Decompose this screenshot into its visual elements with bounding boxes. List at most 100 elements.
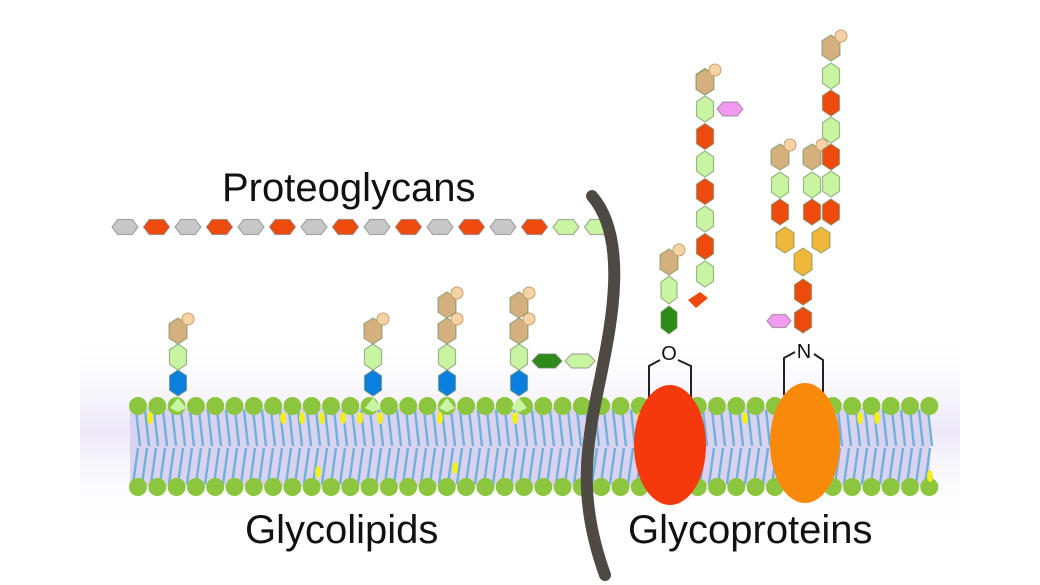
- branch-sugar: [564, 353, 596, 369]
- lipid-head-top: [476, 397, 495, 415]
- lipid-head-bottom: [186, 478, 205, 496]
- proteoglycan-sugar: [237, 218, 265, 236]
- lipid-tail: [617, 447, 626, 485]
- lipid-tail: [161, 409, 169, 447]
- lipid-tail: [878, 447, 887, 485]
- sialic-cap: [783, 138, 797, 152]
- lipid-tail: [572, 447, 581, 485]
- label-glycoproteins: Glycoproteins: [628, 508, 873, 552]
- lipid-tail: [347, 447, 356, 485]
- lipid-tail: [869, 447, 878, 485]
- glycoprotein-n: [770, 383, 840, 503]
- lipid-tail: [320, 447, 329, 485]
- lipid-tail: [905, 447, 914, 485]
- sugar-chains: [111, 29, 848, 412]
- lipid-tail: [314, 409, 322, 447]
- glycoprotein-sugar: [821, 143, 841, 171]
- lipid-head-top: [843, 397, 862, 415]
- lipid-tail: [329, 447, 338, 485]
- lipid-head-bottom: [843, 478, 862, 496]
- lipid-tail: [188, 409, 196, 447]
- lipid-tail: [746, 409, 754, 447]
- lipid-tail: [626, 447, 635, 485]
- lipid-tail: [716, 447, 725, 485]
- lipid-head-top: [881, 397, 900, 415]
- proteoglycan-sugar: [331, 218, 360, 236]
- mannose-sugar: [793, 247, 813, 277]
- glycoprotein-sugar: [695, 232, 715, 261]
- lipid-tail: [845, 409, 853, 447]
- lipid-tail: [419, 447, 428, 485]
- lipid-tail: [383, 447, 392, 485]
- lipid-tail: [455, 447, 464, 485]
- lipid-tail: [224, 409, 232, 447]
- lipid-tail: [203, 447, 212, 485]
- lipid-tail: [545, 447, 554, 485]
- lipid-tail: [260, 409, 268, 447]
- glycolipid-sugar: [509, 343, 529, 371]
- lipid-tail: [458, 409, 466, 447]
- lipid-head-bottom: [360, 478, 379, 496]
- cholesterol: [437, 412, 443, 424]
- glycolipid-sugar: [168, 343, 188, 371]
- lipid-head-bottom: [399, 478, 418, 496]
- lipid-tail: [233, 409, 241, 447]
- lipid-tail: [701, 409, 709, 447]
- lipid-head-top: [264, 397, 283, 415]
- lipid-tail: [437, 447, 446, 485]
- glycoprotein-sugar: [821, 198, 841, 226]
- lipid-tail: [755, 409, 763, 447]
- lipid-tail: [737, 409, 745, 447]
- lipid-tail: [854, 409, 862, 447]
- lipid-head-bottom: [418, 478, 437, 496]
- glycoprotein-sugar: [793, 278, 813, 306]
- glycoprotein-sugar: [695, 95, 715, 123]
- lipid-tail: [356, 447, 365, 485]
- lipid-tail: [239, 447, 248, 485]
- proteoglycan-sugar: [268, 218, 297, 236]
- lipid-tail: [350, 409, 358, 447]
- glycoprotein-sugar: [821, 62, 841, 90]
- lipid-tail: [485, 409, 493, 447]
- lipid-tail: [575, 409, 583, 447]
- lipid-tail: [863, 409, 871, 447]
- lipid-tail: [197, 409, 205, 447]
- sialic-cap: [376, 312, 390, 326]
- lipid-tail: [215, 409, 223, 447]
- glycoprotein-sugar: [770, 198, 790, 226]
- lipid-tail: [548, 409, 556, 447]
- branch-sugar: [531, 353, 563, 369]
- sialic-pink: [766, 313, 792, 329]
- lipid-tail: [284, 447, 293, 485]
- lipid-tail: [251, 409, 259, 447]
- proteoglycan-sugar: [457, 218, 486, 236]
- lipid-head-top: [727, 397, 746, 415]
- lipid-head-top: [283, 397, 302, 415]
- o-link-bracket: [648, 359, 692, 400]
- lipid-head-top: [244, 397, 263, 415]
- lipid-tail: [467, 409, 475, 447]
- n-link-label: N: [797, 341, 811, 363]
- lipid-tail: [896, 447, 905, 485]
- lipid-head-top: [495, 397, 514, 415]
- lipid-tail: [323, 409, 331, 447]
- lipid-tail: [743, 447, 752, 485]
- glycoprotein-sugar: [802, 171, 822, 199]
- lipid-tail: [185, 447, 194, 485]
- sialic-cap: [181, 312, 195, 326]
- cholesterol: [377, 412, 383, 424]
- glycoprotein-sugar: [695, 205, 715, 233]
- lipid-tail: [482, 447, 491, 485]
- lipid-tail: [152, 409, 160, 447]
- proteoglycan-sugar: [426, 218, 454, 236]
- cholesterol: [299, 412, 305, 424]
- lipid-tail: [710, 409, 718, 447]
- lipid-tail: [611, 409, 619, 447]
- cholesterol: [742, 412, 748, 424]
- glycolipid-sugar: [437, 343, 457, 371]
- glycoprotein-sugar: [802, 198, 822, 226]
- cholesterol: [512, 412, 518, 424]
- lipid-tail: [914, 447, 923, 485]
- lipid-tail: [158, 447, 167, 485]
- proteoglycan-sugar: [394, 218, 423, 236]
